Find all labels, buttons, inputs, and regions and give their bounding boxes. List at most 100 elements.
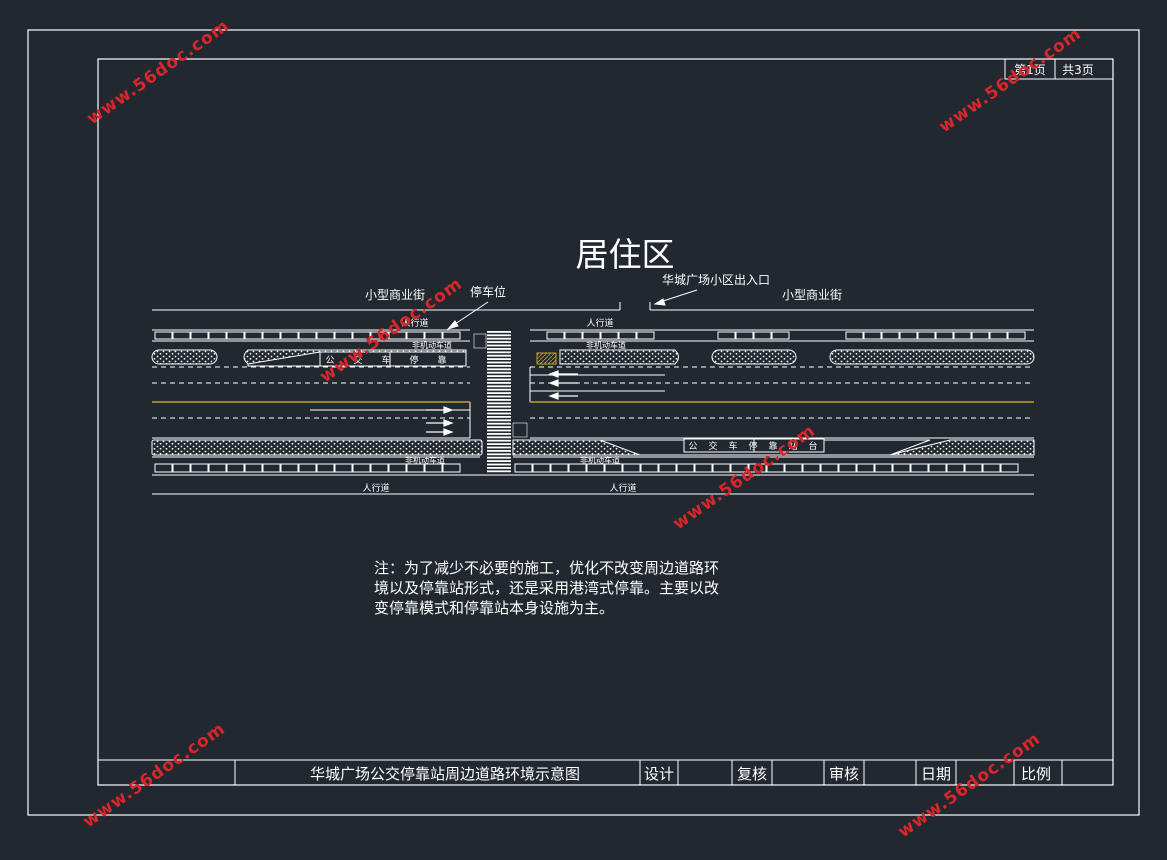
- crosswalk-stripe: [487, 399, 511, 401]
- signal-box-top: [473, 333, 487, 349]
- tree-pit: [622, 463, 641, 473]
- tree-pit: [316, 331, 335, 340]
- crosswalk-stripe: [487, 439, 511, 442]
- tree-pit: [406, 463, 425, 473]
- tree-pit: [604, 463, 623, 473]
- crosswalk-stripe: [487, 344, 511, 347]
- zone-title: 居住区: [576, 235, 675, 274]
- crosswalk: [487, 331, 511, 473]
- watermarks: www.56doc.com www.56doc.com www.56doc.co…: [79, 16, 1085, 842]
- note-line: 境以及停靠站形式，还是采用港湾式停靠。主要以改: [374, 579, 720, 597]
- tree-pit: [838, 463, 857, 473]
- tree-pit: [1000, 463, 1019, 473]
- tree-pit: [244, 331, 263, 340]
- tree-pit: [190, 331, 209, 340]
- bus-bay-left-text: 公交车停靠: [325, 354, 446, 366]
- tree-pit: [352, 331, 371, 340]
- bottom-green-medians: [151, 439, 1035, 456]
- crosswalk-stripe: [487, 426, 511, 428]
- tree-pit: [730, 463, 749, 473]
- tree-pit: [190, 463, 209, 473]
- bus-bay-char: 停: [409, 354, 418, 366]
- tree-pit: [953, 331, 972, 340]
- crosswalk-stripe: [487, 405, 511, 408]
- page-number: 第1页: [1014, 63, 1046, 77]
- tree-pit: [694, 463, 713, 473]
- tree-pit: [154, 331, 173, 340]
- crosswalk-stripe: [487, 385, 511, 388]
- bus-bay-char: 交: [708, 440, 717, 452]
- tree-pit: [388, 331, 407, 340]
- crosswalk-stripe: [487, 446, 511, 449]
- tree-pit: [917, 331, 936, 340]
- crosswalk-stripe: [487, 422, 511, 425]
- crosswalk-stripe: [487, 470, 511, 473]
- date-label: 日期: [921, 765, 951, 783]
- title-block: [98, 759, 1113, 785]
- tree-pit: [568, 463, 587, 473]
- building-line: [152, 302, 1034, 311]
- crosswalk-stripe: [487, 371, 511, 374]
- tree-pit: [766, 463, 785, 473]
- crosswalk-stripe: [487, 331, 511, 333]
- parking-label: 停车位: [470, 284, 506, 299]
- tree-pit: [753, 331, 772, 340]
- outer-frame: [27, 29, 1140, 816]
- bottom-bus-bay: [599, 438, 931, 456]
- tree-pit: [172, 331, 191, 340]
- crosswalk-stripe: [487, 348, 511, 350]
- tree-pit: [424, 331, 443, 340]
- tree-pit: [226, 463, 245, 473]
- tree-pit: [863, 331, 882, 340]
- tree-pit: [208, 331, 227, 340]
- tree-pit: [712, 463, 731, 473]
- crosswalk-stripe: [487, 460, 511, 462]
- bus-stop-marker: [536, 352, 557, 365]
- crosswalk-stripe: [487, 467, 511, 469]
- tree-pit: [928, 463, 947, 473]
- bus-bay-char: 停: [748, 440, 757, 452]
- entrance-label: 华城广场小区出入口: [662, 273, 770, 287]
- bus-bay-char: 靠: [768, 440, 777, 452]
- watermark-2: www.56doc.com: [935, 24, 1085, 137]
- crosswalk-stripe: [487, 337, 511, 340]
- crosswalk-stripe: [487, 341, 511, 343]
- bus-bay-char: 车: [728, 440, 737, 452]
- crosswalk-stripe: [487, 429, 511, 432]
- crosswalk-stripe: [487, 388, 511, 391]
- tree-pit: [748, 463, 767, 473]
- tree-pit: [550, 463, 569, 473]
- right-shop-label: 小型商业街: [782, 287, 842, 302]
- crosswalk-stripe: [487, 419, 511, 422]
- tree-pit: [298, 463, 317, 473]
- tree-pit: [618, 331, 637, 340]
- note-line: 注：为了减少不必要的施工，优化不改变周边道路环: [374, 559, 720, 577]
- crosswalk-stripe: [487, 334, 511, 337]
- tree-pit: [208, 463, 227, 473]
- design-label: 设计: [644, 765, 674, 783]
- bus-bay-char: 站: [788, 440, 797, 452]
- tree-pit: [856, 463, 875, 473]
- sidewalk-label-bottom-right: 人行道: [609, 482, 636, 494]
- bus-bay-char: 公: [688, 441, 697, 452]
- bus-bay-right-text: 公交车停靠站台: [688, 440, 817, 452]
- tree-pit: [1007, 331, 1026, 340]
- crosswalk-stripe: [487, 392, 511, 394]
- lane-arrows: [426, 370, 578, 436]
- nonmotor-label-top-right: 非机动车道: [586, 340, 626, 350]
- tree-pit: [802, 463, 821, 473]
- tree-pit: [820, 463, 839, 473]
- drawing-title: 华城广场公交停靠站周边道路环境示意图: [310, 765, 580, 783]
- tree-pit: [899, 331, 918, 340]
- crosswalk-stripe: [487, 395, 511, 398]
- watermark-1: www.56doc.com: [83, 16, 233, 129]
- crosswalk-stripe: [487, 463, 511, 466]
- crosswalk-stripe: [487, 450, 511, 452]
- nonmotor-label-bottom-left: 非机动车道: [405, 455, 445, 465]
- tree-pit: [172, 463, 191, 473]
- page-counter-box: 第1页 共3页: [1004, 58, 1114, 80]
- tree-pit: [636, 331, 655, 340]
- tree-pit: [316, 463, 335, 473]
- tree-pit: [982, 463, 1001, 473]
